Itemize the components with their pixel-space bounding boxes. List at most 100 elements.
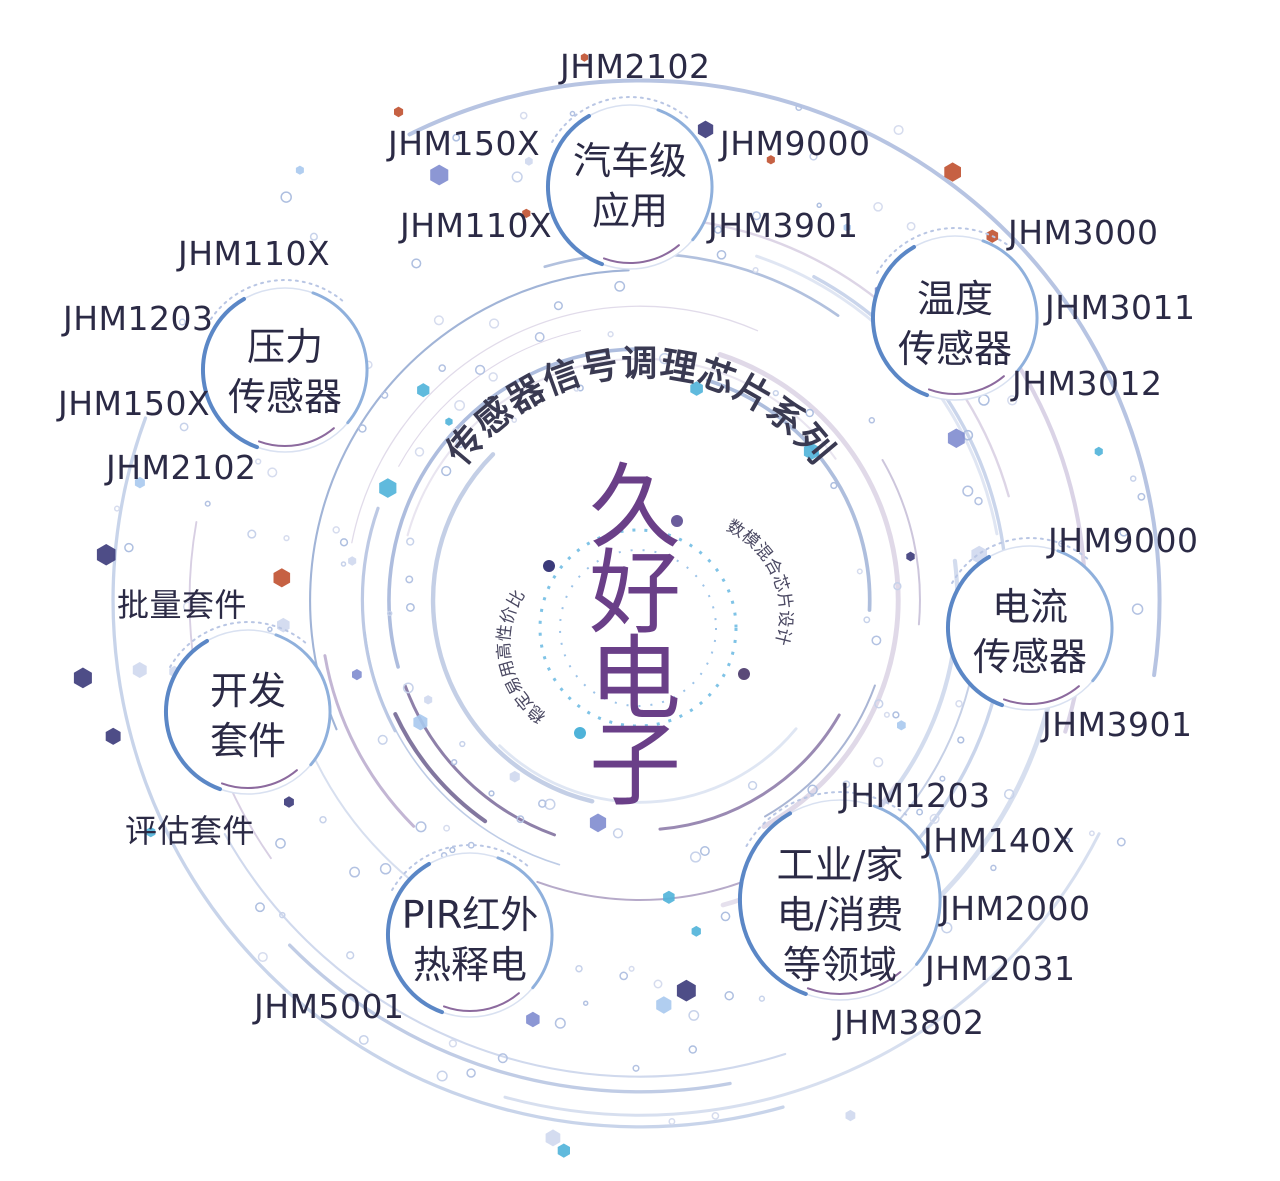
temperature-part-label[interactable]: JHM3011 — [1045, 288, 1196, 327]
decor-dot — [758, 995, 766, 1002]
decor-dot — [805, 408, 814, 418]
decor-dot — [279, 911, 286, 919]
node-pir-arc — [443, 992, 520, 1012]
node-industrial-line1: 工业/家 — [776, 843, 904, 887]
node-current-arc — [1056, 549, 1114, 683]
node-pressure[interactable]: 压力 传感器 — [210, 322, 360, 422]
node-industrial[interactable]: 工业/家 电/消费 等领域 — [760, 840, 920, 990]
decor-arc — [323, 654, 416, 828]
decor-hex — [947, 428, 965, 448]
auto-part-label[interactable]: JHM9000 — [720, 124, 871, 163]
current-part-label[interactable]: JHM9000 — [1048, 521, 1199, 560]
decor-hex — [676, 979, 696, 1002]
decor-dot — [614, 280, 626, 292]
decor-arc — [351, 305, 759, 544]
node-auto-line1: 汽车级 — [572, 139, 687, 183]
decor-arc — [111, 416, 785, 1129]
current-part-label[interactable]: JHM3901 — [1042, 705, 1193, 744]
decor-arc — [658, 713, 841, 831]
decor-hex — [1094, 446, 1103, 457]
decor-dot — [441, 465, 452, 477]
decor-dot — [280, 191, 292, 203]
auto-part-label[interactable]: JHM150X — [388, 124, 541, 163]
decor-hex — [424, 695, 433, 705]
decor-hex — [96, 544, 116, 566]
decor-hex — [295, 165, 304, 175]
pressure-part-label[interactable]: JHM1203 — [63, 299, 214, 338]
decor-dot — [751, 211, 762, 221]
industrial-part-label[interactable]: JHM1203 — [840, 776, 991, 815]
node-pressure-line2: 传感器 — [227, 375, 342, 420]
temperature-part-label[interactable]: JHM3000 — [1008, 213, 1159, 252]
auto-part-label[interactable]: JHM110X — [400, 206, 553, 245]
brand-char-1: 久 — [588, 454, 681, 561]
node-current-line1: 电流 — [991, 585, 1068, 629]
node-industrial-dash — [745, 791, 911, 847]
auto-part-label[interactable]: JHM2102 — [560, 47, 711, 86]
node-pir-arc — [386, 862, 444, 1015]
industrial-part-label[interactable]: JHM140X — [923, 821, 1076, 860]
decor-dot — [267, 626, 273, 633]
decor-arc — [407, 78, 1162, 678]
node-auto-arc — [656, 108, 714, 242]
decor-dot — [511, 417, 518, 423]
decor-dot — [554, 1017, 566, 1029]
pir-part-label[interactable]: JHM5001 — [254, 987, 405, 1026]
decor-dot — [962, 485, 974, 497]
decor-hex — [697, 120, 714, 139]
decor-hex — [348, 556, 357, 566]
decor-hex — [73, 667, 92, 689]
decor-hex — [445, 417, 453, 426]
decor-hex — [803, 442, 819, 460]
decor-dot — [1131, 603, 1144, 615]
decor-hex — [379, 478, 397, 498]
pressure-part-label[interactable]: JHM2102 — [106, 448, 257, 487]
devkit-kit-label[interactable]: 批量套件 — [117, 586, 248, 624]
decor-dot — [1007, 395, 1018, 406]
decor-dot — [267, 467, 278, 478]
node-auto-arc — [546, 114, 604, 267]
decor-dot — [519, 111, 528, 120]
devkit-kit-label[interactable]: 评估套件 — [125, 812, 256, 850]
node-temperature[interactable]: 温度 传感器 — [880, 274, 1030, 374]
industrial-part-label[interactable]: JHM2000 — [940, 889, 1091, 928]
decor-dot — [772, 389, 779, 397]
decor-arc — [881, 459, 921, 626]
node-pir-line2: 热释电 — [412, 943, 527, 988]
decor-hex — [766, 155, 775, 165]
industrial-part-label[interactable]: JHM3802 — [834, 1003, 985, 1042]
industrial-part-label[interactable]: JHM2031 — [925, 949, 1076, 988]
decor-dot — [747, 780, 758, 791]
decor-dot — [332, 526, 340, 534]
center-dot — [738, 668, 750, 680]
decor-dot — [113, 505, 121, 512]
decor-hex — [146, 826, 156, 838]
node-current[interactable]: 电流 传感器 — [955, 582, 1105, 682]
node-auto[interactable]: 汽车级 应用 — [560, 136, 700, 236]
node-devkit-line2: 套件 — [209, 719, 286, 764]
decor-dot — [255, 458, 262, 465]
auto-part-label[interactable]: JHM3901 — [708, 206, 859, 245]
decor-dot — [182, 601, 194, 612]
node-pir[interactable]: PIR红外 热释电 — [390, 890, 550, 990]
decor-dot — [436, 1070, 448, 1082]
node-devkit-arc — [221, 769, 298, 789]
decor-hex — [417, 383, 430, 398]
pressure-part-label[interactable]: JHM110X — [178, 234, 331, 273]
center-dot — [671, 515, 683, 527]
pressure-part-label[interactable]: JHM150X — [58, 384, 211, 423]
node-pressure-line1: 压力 — [246, 325, 323, 369]
decor-hex — [589, 813, 607, 833]
decor-dot — [124, 542, 134, 553]
right-slogan: 数模混合芯片设计 — [723, 516, 795, 647]
decor-dot — [178, 318, 186, 326]
decor-hex — [691, 925, 701, 937]
node-industrial-arc — [872, 804, 942, 966]
temperature-part-label[interactable]: JHM3012 — [1012, 364, 1163, 403]
node-devkit[interactable]: 开发 套件 — [178, 666, 318, 766]
decor-dot — [474, 364, 486, 376]
node-pir-dash — [391, 844, 529, 891]
decor-dot — [752, 266, 759, 274]
decor-dot — [1058, 540, 1066, 548]
decor-dot — [720, 911, 731, 922]
